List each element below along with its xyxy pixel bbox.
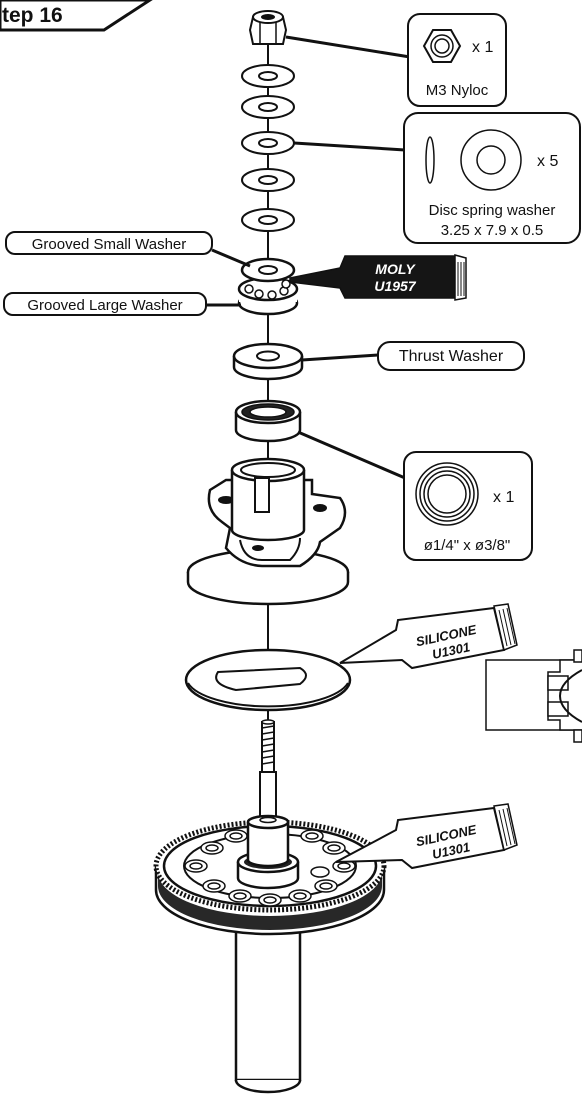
thrust-bearing-assembly: [237, 257, 299, 316]
disc-spring-washer: [241, 208, 295, 232]
washer-side-icon: [425, 136, 435, 184]
bearing-qty: x 1: [493, 489, 514, 506]
spur-gear-part: [153, 814, 387, 936]
nyloc-leader: [285, 35, 411, 59]
moly-tube-line1: MOLY: [375, 261, 416, 277]
disc-spring-washer: [241, 131, 295, 155]
thrust-washer-part: [232, 342, 304, 381]
nyloc-nut-part: [248, 10, 288, 45]
svg-text:Thrust Washer: Thrust Washer: [399, 348, 504, 365]
svg-text:Grooved Large Washer: Grooved Large Washer: [27, 297, 182, 314]
slipper-hub-part: [186, 457, 350, 606]
bearing-size: ø1/4" x ø3/8": [424, 537, 511, 554]
disc-spring-name: Disc spring washer: [429, 202, 556, 219]
bearing-callout: x 1 ø1/4" x ø3/8": [403, 451, 533, 561]
moly-tube-line2: U1957: [374, 278, 416, 294]
step-header: tep 16: [0, 0, 153, 32]
grooved-small-leader: [211, 248, 251, 268]
silicone-tube-top: SILICONE U1301: [339, 603, 518, 670]
slipper-pad-part: [184, 648, 352, 712]
disc-spring-washers: [241, 64, 295, 232]
nyloc-name: M3 Nyloc: [426, 82, 489, 99]
step-title: tep 16: [2, 4, 63, 27]
nyloc-callout: x 1 M3 Nyloc: [407, 13, 507, 107]
disc-spring-washer: [241, 64, 295, 88]
nyloc-qty: x 1: [472, 39, 493, 56]
bearing-leader: [297, 430, 406, 480]
moly-grease-tube: MOLY U1957: [289, 254, 467, 301]
disc-spring-leader: [293, 141, 406, 152]
grooved-small-washer-label: Grooved Small Washer: [5, 231, 213, 255]
thrust-washer-label: Thrust Washer: [377, 341, 525, 371]
thrust-washer-leader: [301, 353, 379, 362]
disc-spring-washer: [241, 95, 295, 119]
bearing-icon: [415, 462, 479, 526]
svg-text:Grooved Small Washer: Grooved Small Washer: [32, 236, 187, 253]
disc-spring-size: 3.25 x 7.9 x 0.5: [441, 222, 544, 239]
ball-bearing-part: [234, 399, 302, 443]
disc-spring-qty: x 5: [537, 153, 558, 170]
side-view-detail: [485, 649, 582, 743]
disc-spring-washer: [241, 168, 295, 192]
main-shaft-part: [234, 719, 302, 1094]
silicone-tube-bottom: SILICONE U1301: [335, 803, 518, 870]
grooved-large-washer-label: Grooved Large Washer: [3, 292, 207, 316]
disc-spring-callout: x 5 Disc spring washer 3.25 x 7.9 x 0.5: [403, 112, 581, 244]
washer-top-icon: [460, 129, 522, 191]
hex-nut-icon: [422, 29, 462, 63]
